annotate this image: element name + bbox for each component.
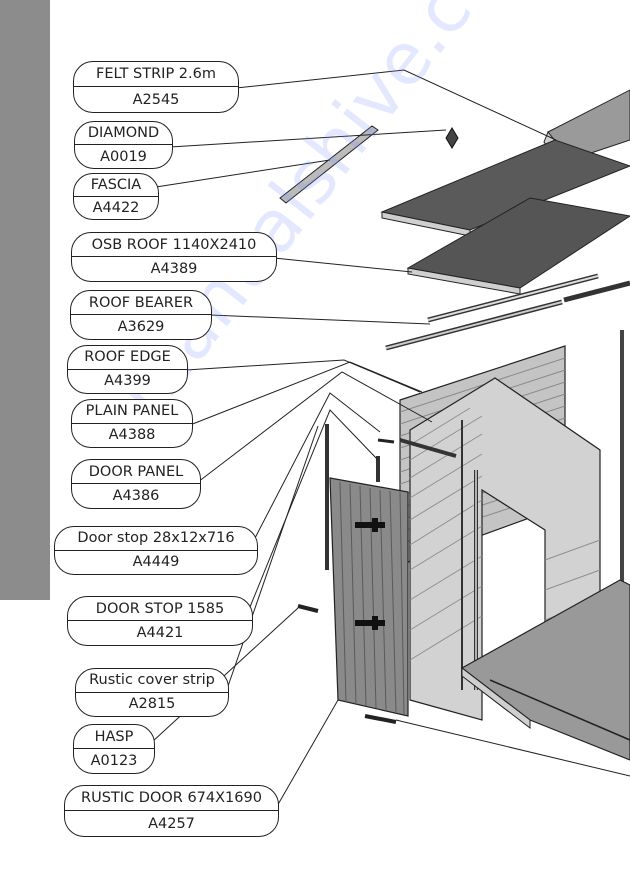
fascia-part [279,125,379,204]
label-fascia: FASCIA A4422 [73,173,159,220]
label-code: A4386 [112,488,160,504]
label-code: A4449 [132,554,180,571]
label-osb-roof: OSB ROOF 1140X2410 A4389 [71,232,277,282]
label-roof-edge: ROOF EDGE A4399 [67,345,188,394]
rustic-door-part [329,477,409,717]
label-code: A2815 [128,696,176,713]
label-code: A4399 [104,373,151,390]
door-stop-716-part [399,438,457,458]
label-code: A4388 [108,427,156,444]
hasp-part [297,604,319,613]
label-plain-panel: PLAIN PANEL A4388 [71,399,193,448]
label-felt-strip: FELT STRIP 2.6m A2545 [73,61,239,113]
label-title: Door stop 28x12x716 [55,527,257,551]
label-title: RUSTIC DOOR 674X1690 [65,786,278,811]
label-code: A4421 [136,625,184,641]
label-title: DOOR PANEL [72,460,200,484]
label-code: A4422 [92,199,140,216]
label-rustic-cover-strip: Rustic cover strip A2815 [75,668,229,717]
label-code: A0123 [90,753,138,769]
label-title: DOOR STOP 1585 [68,597,252,621]
label-diamond: DIAMOND A0019 [74,121,173,169]
page-side-tab [0,0,50,600]
label-title: ROOF EDGE [68,346,187,370]
label-hasp: HASP A0123 [73,724,155,774]
label-title: FELT STRIP 2.6m [74,62,238,87]
label-title: OSB ROOF 1140X2410 [72,233,276,257]
label-code: A0019 [100,148,147,165]
label-title: ROOF BEARER [71,291,211,315]
label-rustic-door: RUSTIC DOOR 674X1690 A4257 [64,785,279,837]
label-title: Rustic cover strip [76,669,228,693]
label-roof-bearer: ROOF BEARER A3629 [70,290,212,340]
diamond-part [445,127,459,149]
label-title: PLAIN PANEL [72,400,192,424]
label-door-stop-716: Door stop 28x12x716 A4449 [54,526,258,575]
label-code: A4389 [150,261,198,277]
label-title: FASCIA [74,174,158,197]
label-code: A3629 [117,319,165,335]
label-title: HASP [74,725,154,749]
label-title: DIAMOND [75,122,172,145]
label-door-panel: DOOR PANEL A4386 [71,459,201,509]
label-code: A2545 [132,91,180,108]
label-code: A4257 [148,815,195,832]
label-door-stop-1585: DOOR STOP 1585 A4421 [67,596,253,646]
